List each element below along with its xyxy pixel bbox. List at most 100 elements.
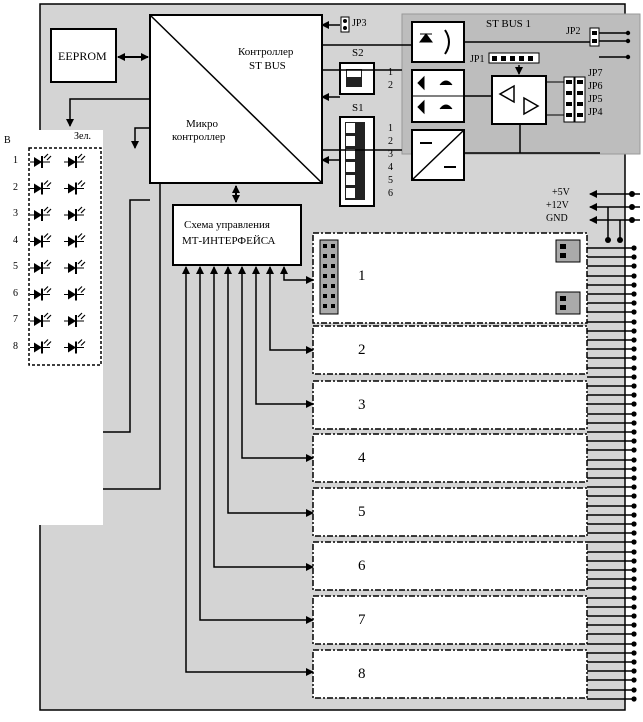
eeprom-block: [50, 28, 117, 83]
output-pin: [631, 659, 637, 665]
led-green-8: [64, 339, 86, 354]
s2-pos-2: 2: [388, 80, 393, 91]
output-pin: [631, 622, 637, 628]
slot-label-7: 7: [358, 612, 366, 628]
jp1-label: JP1: [470, 54, 485, 65]
output-pin: [631, 309, 637, 315]
output-pin: [631, 245, 637, 251]
mt-interface-label-2: МТ-ИНТЕРФЕЙСА: [182, 235, 276, 247]
led-green-3: [64, 206, 86, 221]
jp3-pin: [343, 26, 347, 30]
slot-label-1: 1: [358, 268, 366, 284]
output-pin: [631, 613, 637, 619]
led-row-label-6: 6: [13, 287, 18, 299]
slot-2: [312, 325, 588, 375]
s1-pos-1: 1: [388, 123, 393, 134]
led-b-8: [30, 339, 52, 354]
s1-pos-4: 4: [388, 162, 393, 173]
output-pin: [631, 392, 637, 398]
output-pin: [631, 512, 637, 518]
transceiver-block: [491, 75, 547, 125]
output-pin: [631, 438, 637, 444]
led-b-5: [30, 259, 52, 274]
led-column-green-label: Зел.: [74, 131, 91, 142]
s2-label: S2: [352, 47, 364, 59]
s1-pos-6: 6: [388, 188, 393, 199]
led-row-label-8: 8: [13, 340, 18, 352]
output-pin: [631, 282, 637, 288]
jp1-header[interactable]: [488, 52, 540, 64]
slot-4: [312, 433, 588, 483]
led-b-3: [30, 206, 52, 221]
led-green-1: [64, 153, 86, 168]
led-row-label-3: 3: [13, 208, 18, 219]
output-pin: [631, 383, 637, 389]
jp2-header[interactable]: [589, 27, 600, 47]
output-pin: [631, 374, 637, 380]
output-pin: [631, 300, 637, 306]
output-pin: [631, 503, 637, 509]
output-pin: [631, 254, 637, 260]
slot-5: [312, 487, 588, 537]
output-pin: [631, 677, 637, 683]
slot-label-4: 4: [358, 450, 366, 466]
slot-label-3: 3: [358, 397, 366, 413]
output-pin: [631, 466, 637, 472]
led-column-b-label: В: [4, 135, 11, 146]
mt-interface-block: [172, 204, 302, 266]
output-pin: [631, 411, 637, 417]
slot-1: [312, 232, 588, 324]
output-pin: [631, 567, 637, 573]
jp3-pin: [343, 19, 347, 23]
st-controller-label-2: ST BUS: [249, 60, 286, 72]
output-pin: [631, 558, 637, 564]
slot1-jumper-bottom[interactable]: [555, 291, 581, 315]
power-5v-label: +5V: [552, 187, 570, 198]
led-row-label-4: 4: [13, 234, 18, 246]
output-pin: [631, 447, 637, 453]
mc-to-led-line-2: [131, 127, 150, 149]
jp2-label: JP2: [566, 26, 581, 37]
led-panel: [28, 147, 102, 366]
eeprom-label: EEPROM: [58, 49, 107, 63]
controller-diagonal: [149, 14, 323, 184]
slot1-jumper-top[interactable]: [555, 239, 581, 263]
jp3-jumper[interactable]: [340, 16, 350, 33]
st-bus-label: ST BUS 1: [486, 18, 532, 30]
st-controller-label-1: Контроллер: [238, 46, 294, 58]
led-row-label-7: 7: [13, 314, 18, 325]
jp4-jp7-headers[interactable]: [563, 76, 586, 123]
output-pin: [631, 401, 637, 407]
output-pin: [631, 319, 637, 325]
output-pin: [631, 291, 637, 297]
power-gnd-label: GND: [546, 213, 568, 224]
slot-label-5: 5: [358, 504, 366, 520]
led-b-2: [30, 180, 52, 195]
slot1-connector[interactable]: [319, 239, 339, 315]
led-b-4: [30, 233, 52, 248]
s2-lever-top: [347, 70, 361, 77]
s1-pos-3: 3: [388, 149, 393, 160]
mt-interface-label-1: Схема управления: [184, 219, 270, 231]
output-pin: [631, 457, 637, 463]
output-pin: [631, 365, 637, 371]
led-green-7: [64, 312, 86, 327]
jp5-label: JP5: [588, 94, 603, 105]
output-pin: [631, 521, 637, 527]
power-12v-label: +12V: [546, 200, 569, 211]
power-rails: [589, 190, 640, 243]
s1-levers: [345, 122, 365, 200]
led-b-6: [30, 286, 52, 301]
led-row-label-5: 5: [13, 261, 18, 272]
mc-to-led-line: [66, 98, 150, 127]
output-pin: [631, 595, 637, 601]
output-pin: [631, 273, 637, 279]
led-green-2: [64, 180, 86, 195]
jp3-label: JP3: [352, 18, 367, 29]
microcontroller-label-2: контроллер: [172, 131, 226, 143]
output-pin: [631, 539, 637, 545]
output-pin: [631, 585, 637, 591]
output-pin: [631, 328, 637, 334]
output-pin: [631, 549, 637, 555]
